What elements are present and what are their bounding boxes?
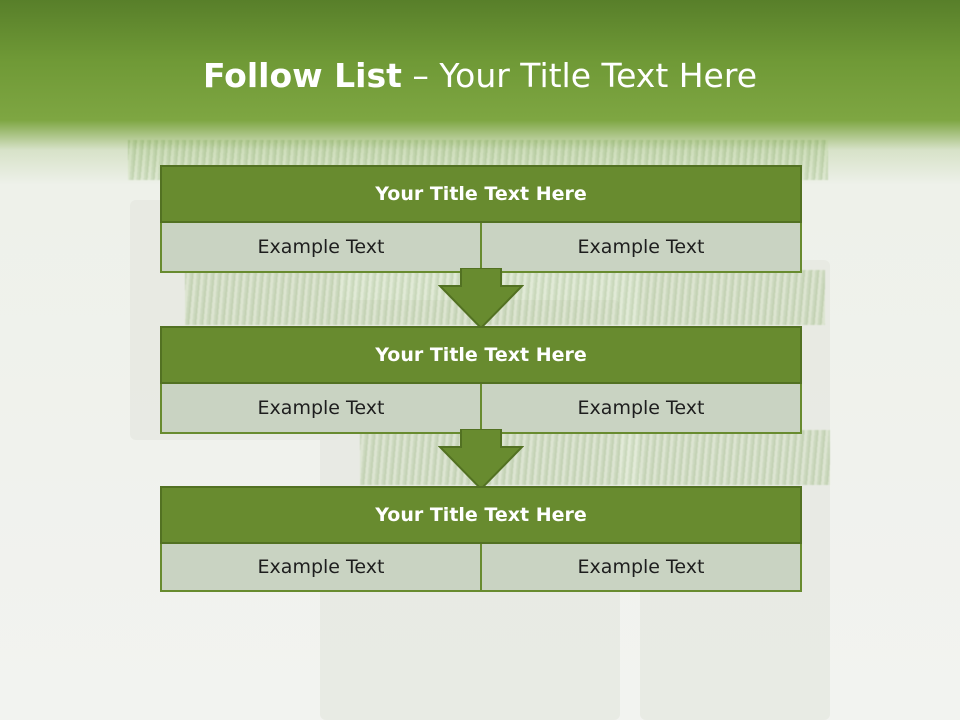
step-2-right-cell: Example Text <box>480 384 800 432</box>
step-3-left-cell: Example Text <box>162 544 480 590</box>
step-1-right-cell: Example Text <box>480 223 800 271</box>
step-box-1: Your Title Text Here Example Text Exampl… <box>160 165 802 273</box>
step-3-right-cell: Example Text <box>480 544 800 590</box>
page-title-bold: Follow List <box>202 56 402 95</box>
page-title: Follow List – Your Title Text Here <box>0 54 960 98</box>
step-row-3: Example Text Example Text <box>160 544 802 592</box>
step-2-left-cell: Example Text <box>162 384 480 432</box>
down-arrow-icon <box>438 429 524 491</box>
down-arrow-icon <box>438 268 524 330</box>
step-title-3: Your Title Text Here <box>160 486 802 544</box>
page-title-rest: – Your Title Text Here <box>412 56 758 95</box>
background-grass-low <box>360 430 830 485</box>
step-title-1: Your Title Text Here <box>160 165 802 223</box>
step-title-2: Your Title Text Here <box>160 326 802 384</box>
step-box-3: Your Title Text Here Example Text Exampl… <box>160 486 802 592</box>
step-row-1: Example Text Example Text <box>160 223 802 273</box>
step-1-left-cell: Example Text <box>162 223 480 271</box>
step-box-2: Your Title Text Here Example Text Exampl… <box>160 326 802 434</box>
step-row-2: Example Text Example Text <box>160 384 802 434</box>
